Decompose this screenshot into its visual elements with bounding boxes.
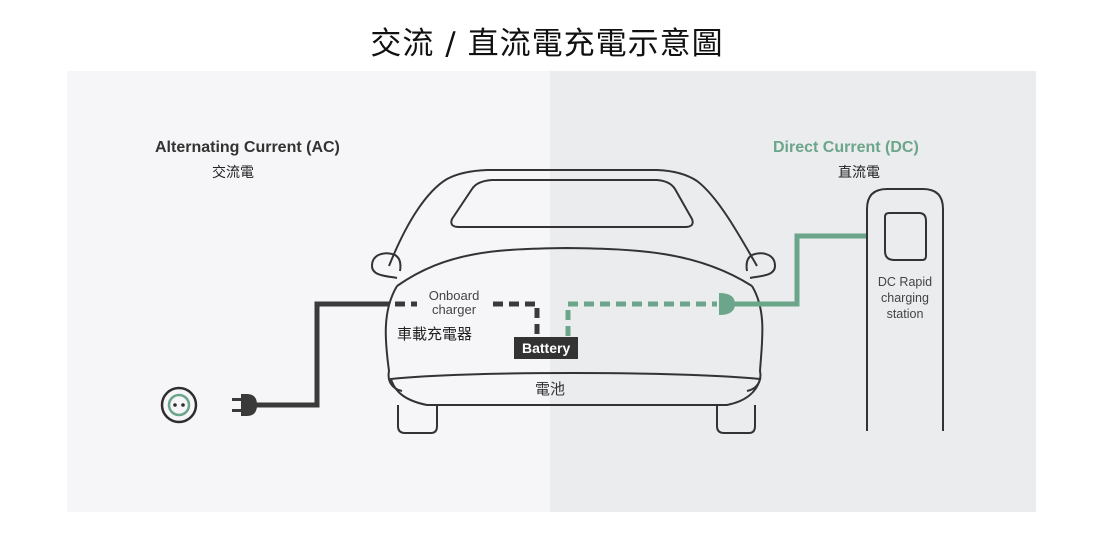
dc-internal-line xyxy=(565,301,717,336)
ac-plug-icon xyxy=(232,394,257,416)
dc-dash-to-battery xyxy=(565,301,717,336)
ac-cable xyxy=(252,301,389,408)
car-bumper xyxy=(389,372,762,406)
car-mirror-right xyxy=(745,252,777,279)
dc-charging-station xyxy=(866,188,944,431)
dc-label-zh: 直流電 xyxy=(838,165,880,181)
ac-label-zh: 交流電 xyxy=(212,165,254,181)
onboard-charger-label-zh: 車載充電器 xyxy=(397,325,473,343)
car-roof xyxy=(388,169,758,267)
dc-label-en: Direct Current (DC) xyxy=(773,139,919,156)
wall-outlet-icon xyxy=(160,386,198,424)
dc-charging-port xyxy=(719,293,735,315)
dc-cable-solid xyxy=(732,233,867,307)
car-wheel-left xyxy=(397,405,438,434)
car-mirror-left xyxy=(370,252,402,279)
charging-diagram xyxy=(160,169,944,434)
station-screen xyxy=(884,212,927,261)
ac-cable-solid xyxy=(252,301,389,408)
car-windshield xyxy=(450,179,694,228)
dc-side-background xyxy=(550,71,1036,512)
ac-label-en: Alternating Current (AC) xyxy=(155,139,340,156)
diagram-title: 交流 / 直流電充電示意圖 xyxy=(370,26,724,62)
car-wheel-right xyxy=(716,405,756,434)
charging-station-label: DC Rapid charging station xyxy=(877,275,933,321)
car-hood xyxy=(396,246,753,287)
battery-label: Battery xyxy=(514,337,579,359)
car-outline xyxy=(370,169,777,434)
station-body xyxy=(866,188,944,431)
ac-internal-line xyxy=(395,301,540,336)
car-body-right xyxy=(746,285,764,392)
ac-dash-to-battery xyxy=(493,301,540,336)
onboard-charger-label: Onboard charger xyxy=(428,288,480,317)
diagram-panel: Alternating Current (AC) 交流電 Direct Curr… xyxy=(67,71,1036,512)
ac-side-background xyxy=(67,71,550,512)
battery-label-zh: 電池 xyxy=(535,380,566,398)
